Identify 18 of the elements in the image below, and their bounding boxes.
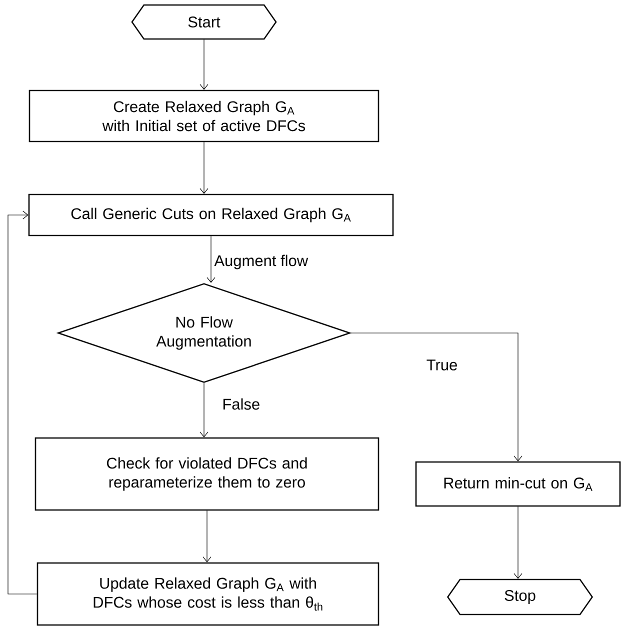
edge-label: True [426,360,457,370]
arrow [514,506,522,579]
edge-label: False [223,398,260,410]
process-box: Create Relaxed Graph G$_{A}$ with Initial set of active DFCs [28,90,380,142]
arrow [200,142,208,194]
arrow [200,382,208,438]
arrow [350,332,522,462]
arrow [200,39,208,90]
arrow [202,510,212,562]
process-box: Update Relaxed Graph G$_{A}$ with DFCs whose cost is less than θ$_{th}$ [36,562,380,626]
terminal-hexagon: Start [131,4,277,40]
process-box: Call Generic Cuts on Relaxed Graph G$_{A}$ [28,194,394,236]
arrow [206,236,216,283]
arrow [8,210,38,594]
process-box: Check for violated DFCs and reparameterize them to zero [34,437,380,511]
process-box: Return min-cut on G$_{A}$ [415,461,621,507]
edge-label: Augment flow [214,254,308,270]
terminal-hexagon: Stop [446,578,594,616]
